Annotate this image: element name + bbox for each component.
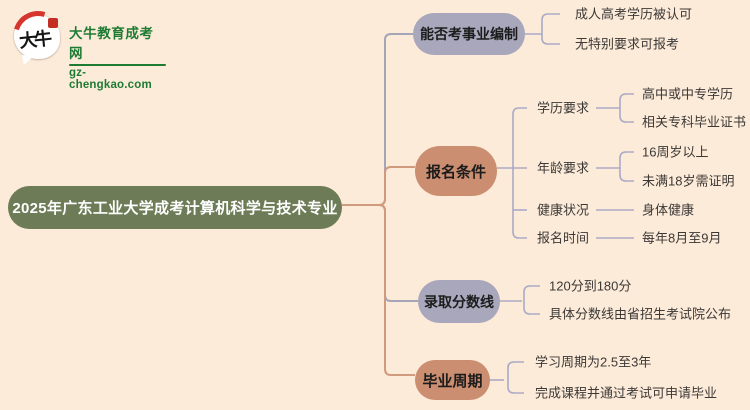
logo-divider	[69, 64, 166, 66]
logo-calligraphy-text: 大牛	[18, 28, 51, 53]
leaf-item: 学习周期为2.5至3年	[535, 354, 652, 370]
sub-label-signup-time: 报名时间	[537, 230, 590, 246]
branch-bubble-admission-score: 录取分数线	[418, 280, 500, 323]
logo-red-seal-icon	[48, 18, 58, 28]
sub-label-education-requirement: 学历要求	[537, 100, 590, 116]
leaf-item: 16周岁以上	[642, 144, 709, 160]
leaf-item: 具体分数线由省招生考试院公布	[549, 306, 732, 322]
bracket-education	[619, 93, 634, 123]
trunk-line-branch-3	[342, 204, 418, 302]
logo-text-block: 大牛教育成考网 gz-chengkao.com	[69, 22, 166, 91]
logo-speech-bubble-icon: 大牛	[4, 2, 72, 70]
leaf-item: 无特别要求可报考	[575, 36, 680, 52]
bracket-branch-3	[523, 285, 540, 315]
site-name: 大牛教育成考网	[69, 26, 154, 61]
bracket-branch-4	[507, 361, 524, 394]
bracket-age	[619, 151, 634, 182]
branch-bubble-graduation-cycle: 毕业周期	[415, 360, 490, 400]
logo-bubble-tail	[22, 55, 34, 65]
bracket-branch-1	[541, 13, 560, 45]
site-url: gz-chengkao.com	[69, 67, 152, 91]
leaf-item: 身体健康	[642, 202, 695, 218]
trunk-line-branch-4	[342, 204, 415, 376]
leaf-item: 成人高考学历被认可	[575, 6, 693, 22]
bracket-branch-2	[512, 107, 527, 239]
leaf-item: 每年8月至9月	[642, 230, 722, 246]
trunk-line-branch-1	[342, 33, 413, 206]
sub-label-age-requirement: 年龄要求	[537, 160, 590, 176]
trunk-line-branch-2	[342, 166, 415, 206]
branch-bubble-signup-conditions: 报名条件	[415, 146, 497, 196]
sub-label-health-status: 健康状况	[537, 202, 590, 218]
leaf-item: 高中或中专学历	[642, 86, 734, 102]
leaf-item: 120分到180分	[549, 278, 632, 294]
leaf-item: 未满18岁需证明	[642, 173, 735, 189]
leaf-item: 完成课程并通过考试可申请毕业	[535, 385, 718, 401]
root-title-node: 2025年广东工业大学成考计算机科学与技术专业	[8, 186, 342, 229]
branch-bubble-career-eligibility: 能否考事业编制	[413, 13, 525, 55]
leaf-item: 相关专科毕业证书	[642, 114, 747, 130]
